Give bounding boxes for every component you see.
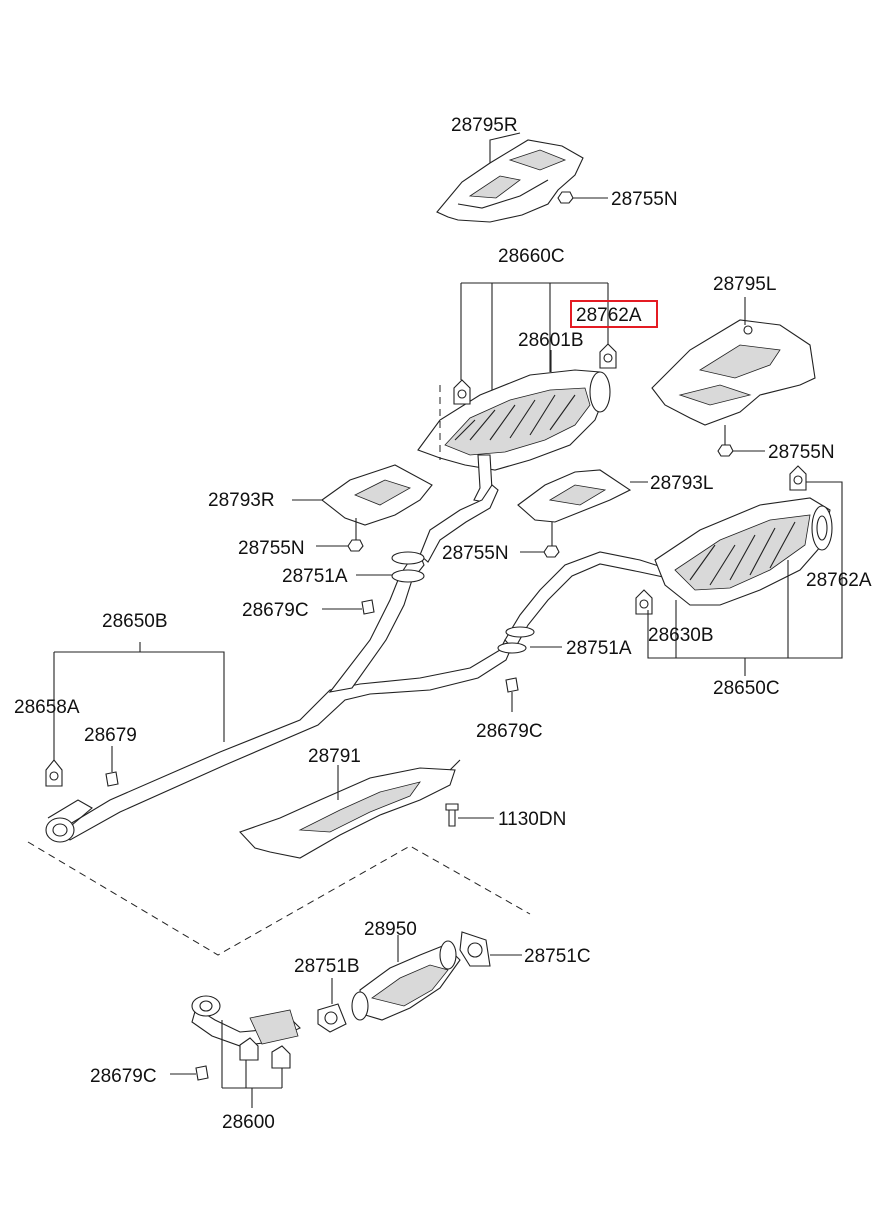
label-28755n-right: 28755N	[768, 442, 835, 463]
gasket-28751b[interactable]	[317, 1003, 347, 1033]
label-28630b: 28630B	[648, 625, 714, 646]
label-28658a: 28658A	[14, 697, 80, 718]
hanger-28658a[interactable]	[45, 759, 63, 787]
hanger-left-muffler[interactable]	[453, 379, 471, 405]
main-muffler-28660c[interactable]	[417, 369, 611, 503]
dashed-outline	[27, 841, 531, 956]
label-28660c: 28660C	[498, 246, 565, 267]
gasket-28751a-mid[interactable]	[497, 626, 535, 654]
label-28679c-left: 28679C	[242, 600, 309, 621]
highlight-box-28762a	[570, 300, 658, 328]
rear-muffler-28650c[interactable]	[504, 497, 833, 651]
label-28751b: 28751B	[294, 956, 360, 977]
nut-28755n-mid[interactable]	[543, 545, 560, 558]
label-28795r: 28795R	[451, 115, 518, 136]
bolt-1130dn[interactable]	[445, 803, 459, 827]
gasket-28751c[interactable]	[459, 931, 491, 967]
leader-28755n-left	[316, 518, 357, 547]
label-28650c: 28650C	[713, 678, 780, 699]
label-28679c-bottom: 28679C	[90, 1066, 157, 1087]
label-28762a-top[interactable]: 28762A	[576, 305, 642, 326]
gasket-28751a-left[interactable]	[391, 551, 425, 583]
heat-shield-28791[interactable]	[239, 759, 461, 859]
leader-28795r	[489, 132, 521, 163]
leader-28755n-mid	[520, 522, 553, 553]
heat-shield-28793r[interactable]	[321, 464, 433, 526]
label-28650b: 28650B	[102, 611, 168, 632]
hanger-28762a-top[interactable]	[599, 343, 617, 369]
label-28793r: 28793R	[208, 490, 275, 511]
label-28679c-mid: 28679C	[476, 721, 543, 742]
label-28751a-mid: 28751A	[566, 638, 632, 659]
label-28762a-right: 28762A	[806, 570, 872, 591]
heat-shield-28795l[interactable]	[651, 319, 816, 426]
heat-shield-28795r[interactable]	[436, 139, 584, 223]
bolt-28679[interactable]	[105, 771, 119, 787]
label-28950: 28950	[364, 919, 417, 940]
label-1130dn: 1130DN	[498, 809, 566, 830]
label-28755n-mid: 28755N	[442, 543, 509, 564]
label-28751a-left: 28751A	[282, 566, 348, 587]
bolt-28679c-mid[interactable]	[505, 677, 519, 693]
heat-shield-28793l[interactable]	[517, 469, 632, 523]
label-28793l: 28793L	[650, 473, 713, 494]
leader-28755n-right	[724, 425, 765, 452]
hanger-28630b[interactable]	[635, 589, 653, 615]
hanger-28762a-right[interactable]	[789, 465, 807, 491]
front-pipe-28600[interactable]	[191, 995, 301, 1069]
catalytic-converter-28950[interactable]	[351, 940, 461, 1021]
bracket-28600	[221, 1020, 283, 1108]
label-28751c: 28751C	[524, 946, 591, 967]
nut-28755n-right[interactable]	[717, 444, 734, 457]
nut-28755n-top[interactable]	[557, 191, 574, 204]
label-28600: 28600	[222, 1112, 275, 1133]
label-28755n-top: 28755N	[611, 189, 678, 210]
nut-28755n-left[interactable]	[347, 539, 364, 552]
label-28679: 28679	[84, 725, 137, 746]
label-28601b: 28601B	[518, 330, 584, 351]
bracket-28650c	[647, 481, 843, 676]
bracket-28660c	[460, 282, 609, 395]
label-28755n-left: 28755N	[238, 538, 305, 559]
bracket-28650b	[53, 651, 225, 760]
label-28795l: 28795L	[713, 274, 776, 295]
bolt-28679c-left[interactable]	[361, 599, 375, 615]
label-28791: 28791	[308, 746, 361, 767]
bolt-28679c-bottom[interactable]	[195, 1065, 209, 1081]
